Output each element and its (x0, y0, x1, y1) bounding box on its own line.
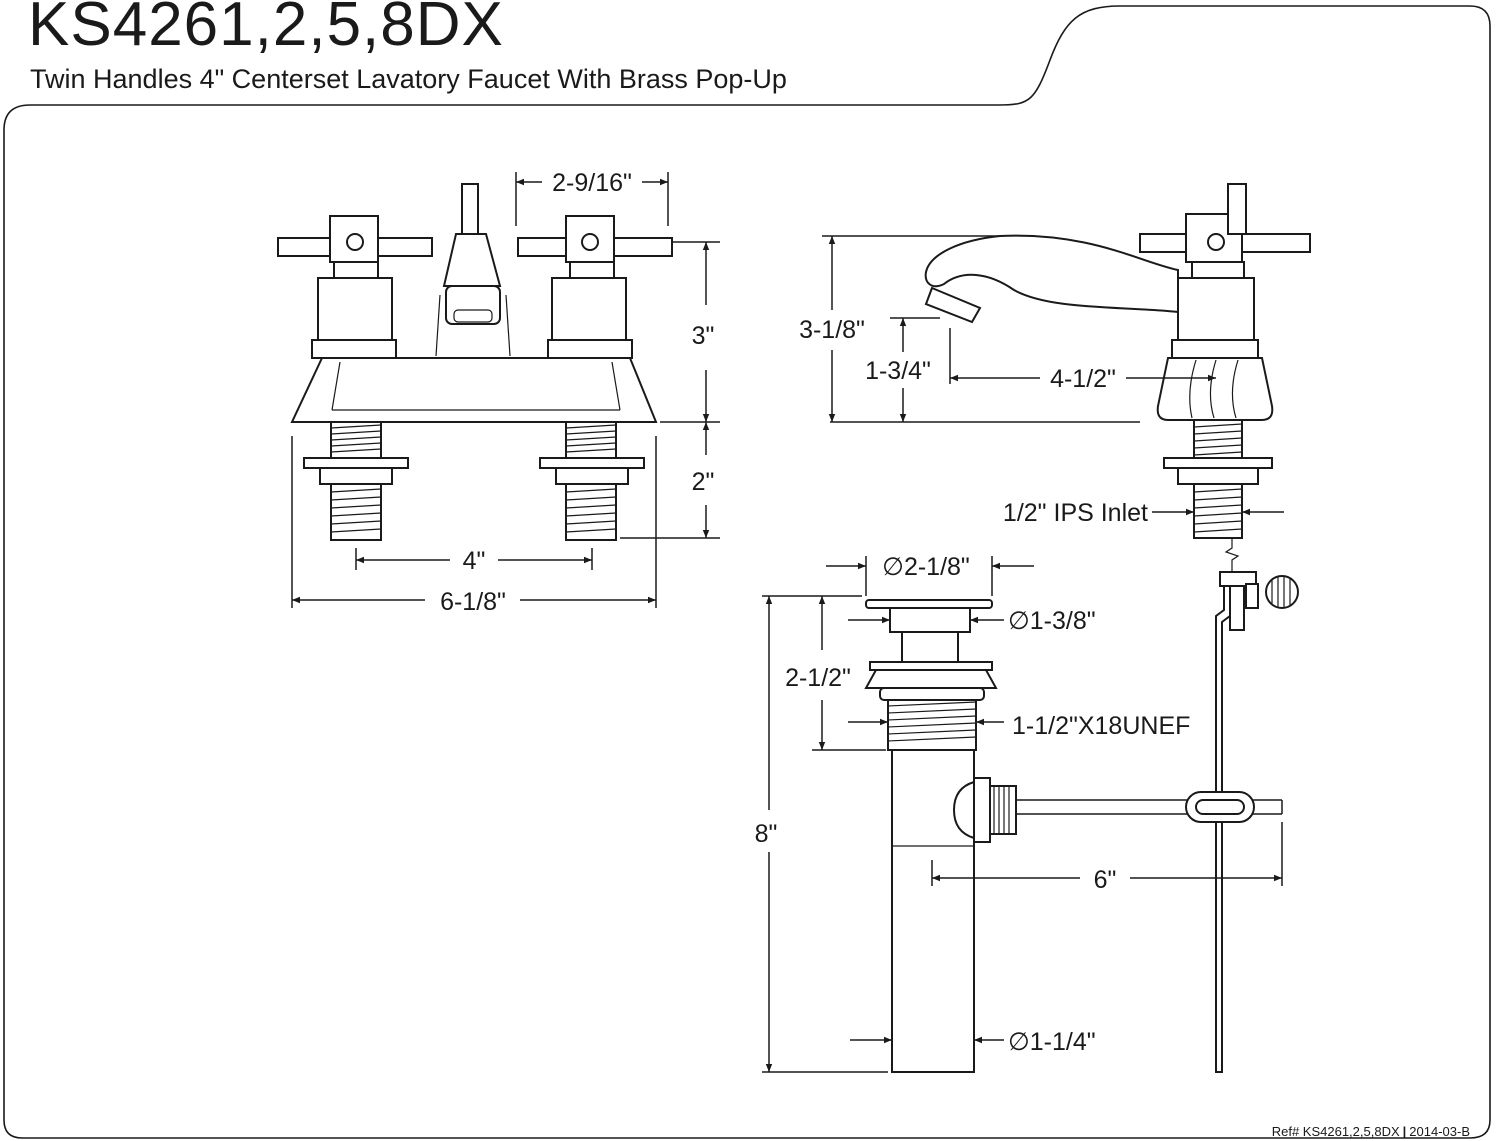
dim-tailpiece-diameter: ∅1-1/4" (1008, 1028, 1096, 1056)
dim-spout-reach: 4-1/2" (1050, 365, 1116, 393)
model-title: KS4261,2,5,8DX (28, 0, 504, 59)
drain-dimension-lines (762, 556, 1283, 1073)
ref-number: Ref# KS4261,2,5,8DX (1271, 1124, 1400, 1139)
dim-stopper-diameter: ∅1-3/8" (1008, 607, 1096, 635)
dim-spout-clearance: 1-3/4" (865, 357, 931, 385)
dim-front-height: 3" (692, 322, 715, 350)
revision-code: 2014-03-B (1409, 1124, 1470, 1139)
product-description: Twin Handles 4" Centerset Lavatory Fauce… (30, 64, 787, 94)
dim-side-total-height: 3-1/8" (799, 316, 865, 344)
front-view-faucet (277, 183, 673, 541)
dim-shank-length: 2" (692, 468, 715, 496)
reference-footer: Ref# KS4261,2,5,8DX|2014-03-B (1272, 1124, 1470, 1139)
front-view-dimension-lines (291, 172, 720, 608)
sheet-frame (3, 5, 1491, 1139)
side-view-dimension-lines (822, 235, 1284, 516)
side-view-faucet (830, 183, 1311, 1073)
dim-center: 4" (463, 547, 486, 575)
dim-drain-thread: 1-1/2"X18UNEF (1012, 712, 1190, 740)
dim-flange-diameter: ∅2-1/8" (882, 553, 970, 581)
dim-rod-length: 6" (1094, 866, 1117, 894)
dim-drain-total-length: 8" (755, 820, 778, 848)
pop-up-drain (864, 599, 1283, 1073)
dim-inlet: 1/2" IPS Inlet (1003, 499, 1148, 527)
dim-handle-spacing: 2-9/16" (552, 169, 632, 197)
dim-drain-body-height: 2-1/2" (785, 664, 851, 692)
dim-overall-width: 6-1/8" (440, 588, 506, 616)
ref-separator: | (1402, 1124, 1407, 1139)
